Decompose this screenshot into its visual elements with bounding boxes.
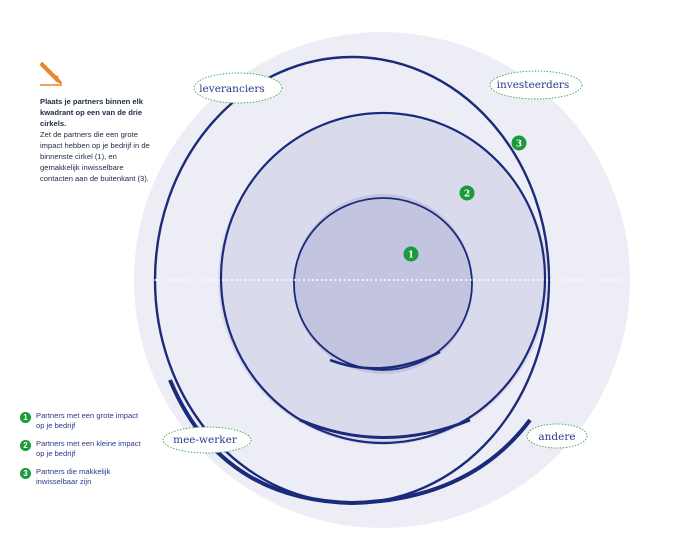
circle-1-disc	[293, 194, 473, 374]
circle-2-outline	[219, 111, 547, 445]
circle-1-brush-stroke	[329, 350, 441, 370]
quadrant-label-text: andere	[538, 431, 575, 443]
quadrant-label-text: leveranciers	[199, 83, 265, 95]
circle-1-outline	[293, 197, 473, 371]
legend-item: 2 Partners met een kleine impact op je b…	[20, 439, 150, 459]
legend-text: Partners die makkelijk inwisselbaar zijn	[36, 467, 111, 486]
legend-text: Partners met een kleine impact op je bed…	[36, 439, 141, 458]
circle-3-number: 3	[516, 140, 522, 150]
circle-1-number: 1	[408, 251, 414, 261]
circle-3-badge: 3	[511, 135, 527, 151]
legend: 1 Partners met een grote impact op je be…	[20, 411, 150, 495]
instructions: Plaats je partners binnen elk kwadrant o…	[40, 96, 150, 184]
legend-number: 1	[20, 412, 31, 423]
quadrant-label-investeerders: investeerders	[489, 70, 583, 100]
quadrant-label-mee-werker: mee-werker	[162, 426, 252, 454]
circle-2-brush-stroke	[299, 418, 471, 439]
quadrant-label-leveranciers: leveranciers	[193, 72, 283, 104]
circle-1-badge: 1	[403, 246, 419, 262]
legend-item: 1 Partners met een grote impact op je be…	[20, 411, 150, 431]
instructions-body: Zet de partners die een grote impact heb…	[40, 130, 150, 183]
instructions-heading: Plaats je partners binnen elk kwadrant o…	[40, 97, 143, 128]
legend-text: Partners met een grote impact op je bedr…	[36, 411, 139, 430]
legend-number: 3	[20, 468, 31, 479]
circle-2-badge: 2	[459, 185, 475, 201]
quadrant-label-text: mee-werker	[173, 434, 238, 446]
pencil-icon	[40, 62, 62, 86]
circle-2-number: 2	[464, 190, 470, 200]
legend-number: 2	[20, 440, 31, 451]
legend-item: 3 Partners die makkelijk inwisselbaar zi…	[20, 467, 150, 487]
quadrant-label-text: investeerders	[497, 79, 570, 91]
quadrant-label-andere: andere	[526, 423, 588, 449]
